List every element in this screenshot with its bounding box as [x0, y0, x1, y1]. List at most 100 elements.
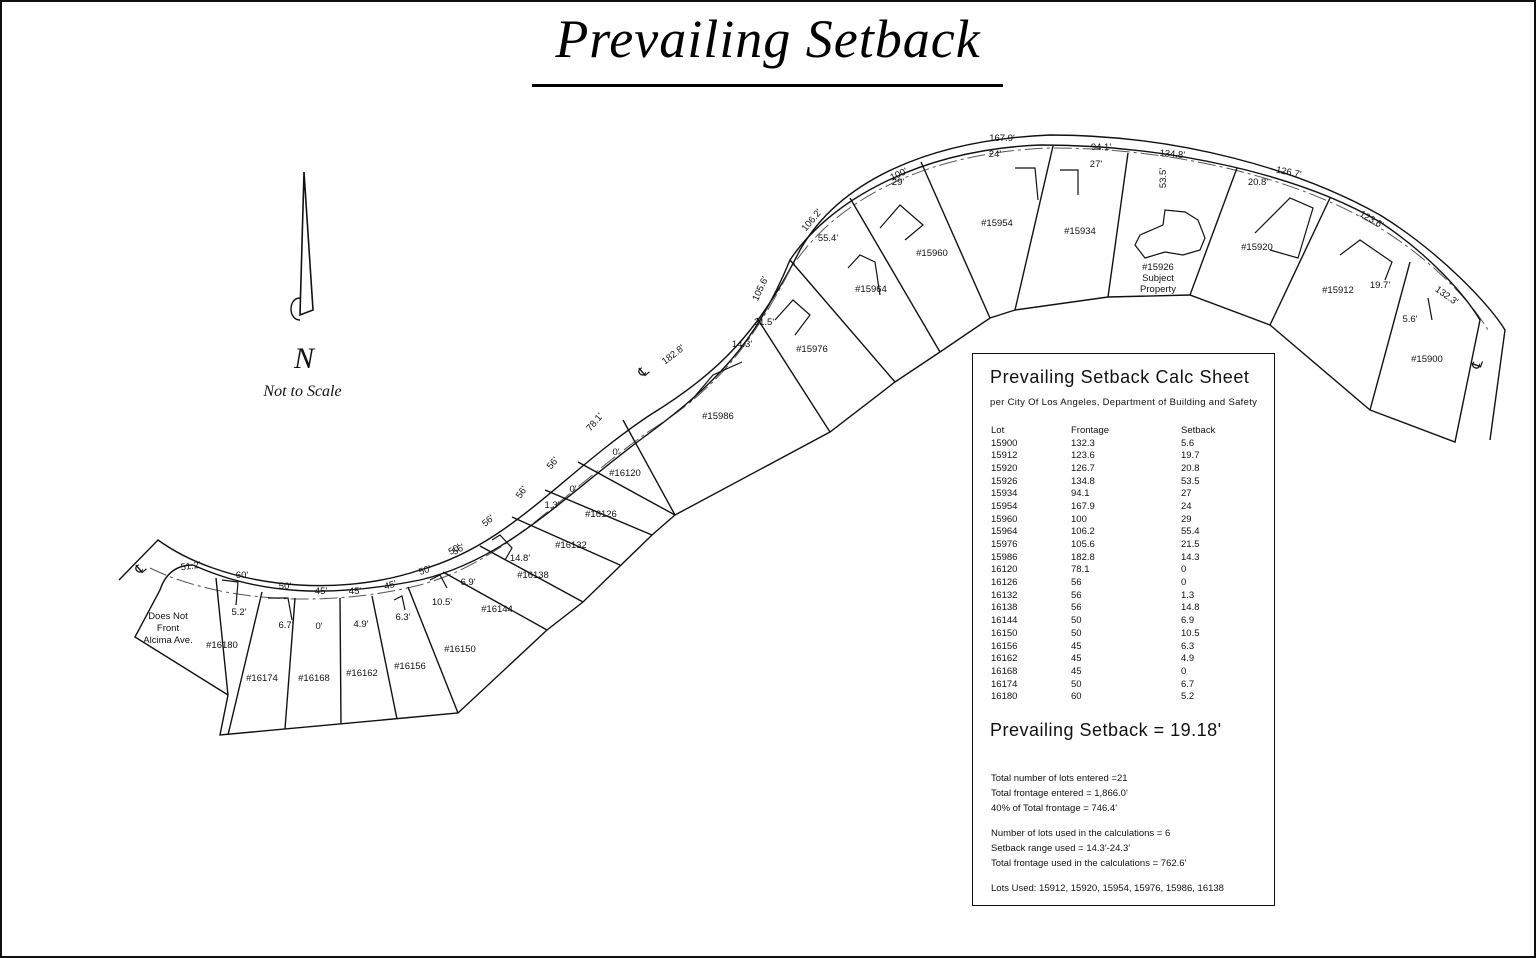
lot-number: #15912 — [1322, 285, 1354, 296]
cell-frontage: 45 — [1071, 665, 1082, 677]
cell-setback: 24 — [1181, 500, 1192, 512]
cell-setback: 20.8 — [1181, 462, 1200, 474]
cell-setback: 10.5 — [1181, 627, 1200, 639]
total-lots-line: Total number of lots entered =21 — [991, 773, 1128, 784]
lot-setback-label: 20.8' — [1248, 177, 1268, 188]
table-header-row: Lot Frontage Setback — [991, 424, 1241, 437]
table-row: 15920 126.7 20.8 — [991, 462, 1241, 475]
lot-setback-label: 6.9' — [460, 577, 475, 588]
lot-number: #15960 — [916, 248, 948, 259]
lot-frontage-label: 78.1' — [584, 411, 606, 434]
cell-lot: 15976 — [991, 539, 1018, 551]
lot-frontage-label: 50' — [279, 581, 292, 592]
cell-lot: 15912 — [991, 450, 1018, 462]
cell-frontage: 123.6 — [1071, 450, 1095, 462]
lot-number: #15986 — [702, 411, 734, 422]
lot-number: #15964 — [855, 284, 887, 295]
table-row: 16138 56 14.8 — [991, 602, 1241, 615]
lot-frontage-label: 123.6' — [1357, 209, 1385, 231]
cell-setback: 5.2 — [1181, 691, 1195, 703]
lot-frontage-label: 45' — [349, 586, 362, 597]
cell-frontage: 56 — [1071, 602, 1082, 614]
cell-lot: 15920 — [991, 462, 1018, 474]
centerline-symbol-mid: ℄ — [634, 362, 652, 381]
centerline-symbol-left: ℄ — [131, 559, 149, 578]
cell-lot: 16138 — [991, 602, 1018, 614]
cell-lot: 15900 — [991, 437, 1018, 449]
lot-setback-label: 10.5' — [432, 597, 452, 608]
lots-used-count-line: Number of lots used in the calculations … — [991, 828, 1171, 839]
lot-frontage-label: 50' — [417, 563, 433, 578]
subject-property-label: #15926 — [1142, 262, 1174, 273]
extra-frontage-label: 50' — [447, 542, 463, 558]
lot-setback-label: 14.3' — [732, 339, 752, 350]
total-frontage-line: Total frontage entered = 1,866.0' — [991, 788, 1128, 799]
cell-setback: 27 — [1181, 488, 1192, 500]
cell-frontage: 106.2 — [1071, 526, 1095, 538]
cell-frontage: 56 — [1071, 589, 1082, 601]
lot-frontage-label: 56' — [514, 484, 530, 501]
lot-setback-label: 29' — [892, 177, 905, 188]
totals-block: Total number of lots entered =21 Total f… — [991, 771, 1128, 816]
cell-setback: 4.9 — [1181, 653, 1195, 665]
cell-frontage: 45 — [1071, 640, 1082, 652]
lot-setback-label: 21.5' — [754, 317, 774, 328]
lot-number: #15976 — [796, 344, 828, 355]
lot-frontage-label: 182.8' — [660, 343, 687, 368]
cell-lot: 15964 — [991, 526, 1018, 538]
lot-setback-label: 53.5' — [1158, 168, 1169, 188]
extra-frontage-label: 51.2' — [180, 560, 202, 574]
cell-setback: 5.6 — [1181, 437, 1195, 449]
north-letter: N — [293, 342, 314, 375]
lot-frontage-label: 56' — [451, 542, 467, 558]
lot-frontage-label: 45' — [315, 586, 328, 597]
lot-setback-label: 5.2' — [231, 607, 246, 618]
col-header-setback: Setback — [1181, 424, 1216, 436]
lot-setback-label: 5.6' — [1402, 314, 1417, 325]
cell-lot: 15926 — [991, 475, 1018, 487]
no-front-note: Does Not — [148, 611, 188, 622]
cell-setback: 21.5 — [1181, 539, 1200, 551]
lot-frontage-label: 45' — [383, 579, 398, 593]
cell-lot: 15934 — [991, 488, 1018, 500]
calc-sheet-title: Prevailing Setback Calc Sheet — [990, 367, 1250, 387]
lot-number: #16156 — [394, 661, 426, 672]
lot-number: #15900 — [1411, 354, 1443, 365]
lot-number: #15954 — [981, 218, 1013, 229]
lot-setback-label: 55.4' — [818, 233, 838, 244]
lot-frontage-label: 94.1' — [1091, 142, 1111, 153]
cell-frontage: 78.1 — [1071, 564, 1090, 576]
cell-lot: 16144 — [991, 615, 1018, 627]
lot-number: #15920 — [1241, 242, 1273, 253]
cell-frontage: 167.9 — [1071, 500, 1095, 512]
cell-frontage: 126.7 — [1071, 462, 1095, 474]
cell-setback: 6.9 — [1181, 615, 1195, 627]
calc-sheet: Prevailing Setback Calc Sheet per City O… — [972, 353, 1275, 906]
cell-frontage: 50 — [1071, 615, 1082, 627]
cell-setback: 0 — [1181, 665, 1187, 677]
cell-setback: 1.3 — [1181, 589, 1195, 601]
street-edges — [118, 134, 1506, 587]
cell-lot: 16120 — [991, 564, 1018, 576]
cell-frontage: 60 — [1071, 691, 1082, 703]
cell-lot: 16162 — [991, 653, 1018, 665]
cell-setback: 14.8 — [1181, 602, 1200, 614]
lot-number: #16138 — [517, 570, 549, 581]
cell-frontage: 94.1 — [1071, 488, 1090, 500]
forty-percent-line: 40% of Total frontage = 746.4' — [991, 803, 1118, 814]
lot-number: #16126 — [585, 509, 617, 520]
no-front-note: Alcima Ave. — [143, 635, 192, 646]
cell-frontage: 105.6 — [1071, 539, 1095, 551]
lot-frontage-label: 60' — [236, 570, 249, 581]
